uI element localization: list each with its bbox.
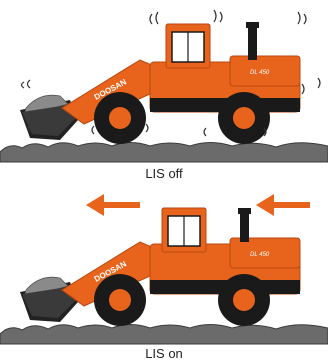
motion-arrow-left (86, 194, 140, 216)
ground (0, 325, 328, 345)
panel-lis-on: DOOSAN DL 450 LIS on (0, 182, 328, 364)
wheel-loader-illustration-lis-off: DOOSAN DL 450 (0, 0, 328, 165)
cab (162, 208, 206, 252)
wheel-loader-illustration-lis-on: DOOSAN DL 450 (0, 182, 328, 347)
front-wheel (94, 92, 146, 144)
model-label: DL 450 (250, 70, 270, 76)
motion-arrow-right (256, 194, 310, 216)
front-wheel (94, 274, 146, 326)
bucket (20, 95, 78, 140)
caption-lis-on: LIS on (0, 346, 328, 361)
model-label: DL 450 (250, 252, 270, 258)
ground (0, 143, 328, 163)
caption-lis-off: LIS off (0, 166, 328, 181)
rear-wheel (218, 274, 270, 326)
panel-lis-off: DOOSAN DL 450 (0, 0, 328, 182)
cab (166, 24, 210, 68)
rear-wheel (218, 92, 270, 144)
bucket (20, 277, 78, 322)
